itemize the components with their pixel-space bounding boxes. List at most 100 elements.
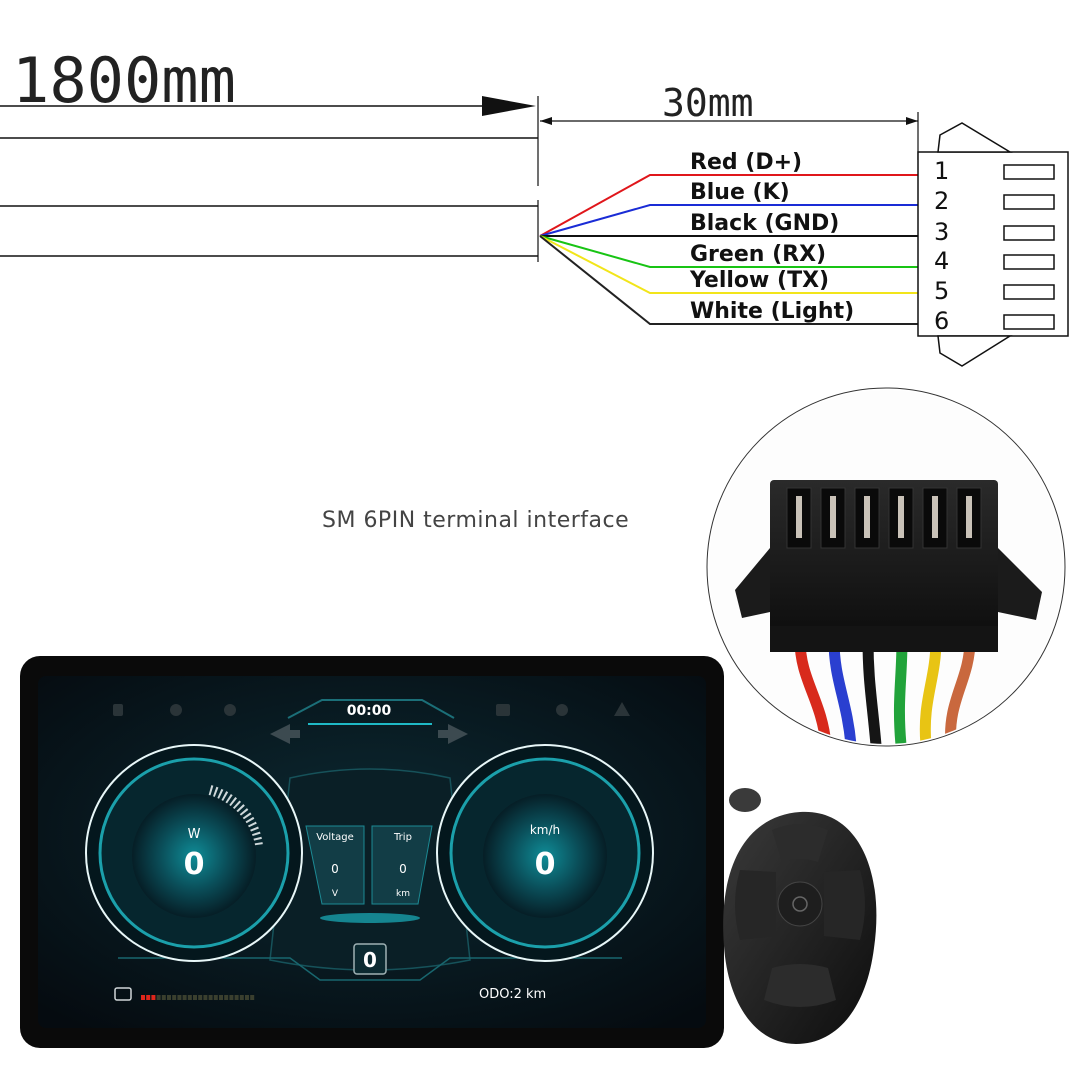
connector-housing bbox=[917, 151, 1069, 337]
trip-panel: Trip 0 km bbox=[371, 825, 433, 905]
battery-segment bbox=[213, 995, 218, 1000]
status-icons-left bbox=[113, 704, 236, 716]
remote-minus-button bbox=[764, 964, 836, 1007]
wire-group: Red (D+)Blue (K)Black (GND)Green (RX)Yel… bbox=[539, 150, 918, 325]
remote-plus-button bbox=[772, 824, 828, 862]
photo-wire-1 bbox=[794, 634, 832, 744]
remote-cable-stub bbox=[729, 788, 761, 812]
connector-photo bbox=[709, 390, 1063, 744]
photo-wire-3 bbox=[862, 634, 882, 744]
pin-slot-2 bbox=[1003, 194, 1055, 210]
battery-segment bbox=[219, 995, 223, 1000]
battery-segment bbox=[167, 995, 171, 1000]
photo-wire-6 bbox=[945, 634, 976, 744]
battery-segment bbox=[198, 995, 203, 1000]
turn-right-icon-tail bbox=[438, 730, 450, 738]
photo-slot-group bbox=[786, 487, 982, 549]
voltage-panel-bg bbox=[305, 825, 365, 905]
remote-body bbox=[723, 811, 877, 1044]
voltage-panel: Voltage 0 V bbox=[305, 825, 365, 905]
power-gauge: W 0 bbox=[85, 744, 303, 962]
battery-segment bbox=[141, 995, 145, 1000]
wire-2 bbox=[539, 204, 918, 237]
wire-label-5: Yellow (TX) bbox=[689, 268, 829, 293]
battery-segment bbox=[156, 995, 161, 1000]
cable-length-label: 1800mm bbox=[12, 44, 236, 117]
wire-label-3: Black (GND) bbox=[690, 211, 839, 236]
speed-gauge: km/h 0 bbox=[436, 744, 654, 962]
lead-arrow-right bbox=[906, 117, 918, 125]
pin-number-3: 3 bbox=[934, 218, 949, 246]
speed-gauge-face bbox=[483, 794, 607, 918]
pin-slot-4 bbox=[1003, 254, 1055, 270]
wire-5 bbox=[539, 235, 918, 294]
battery-segment bbox=[229, 995, 234, 1000]
turn-left-icon bbox=[270, 724, 290, 744]
wire-1 bbox=[539, 174, 918, 237]
warning-icon bbox=[614, 702, 630, 716]
status-icons-right bbox=[496, 702, 630, 716]
clock-text: 00:00 bbox=[347, 703, 392, 719]
battery-segment bbox=[172, 995, 177, 1000]
pin-slot-5 bbox=[1003, 284, 1055, 300]
remote-right-button bbox=[824, 870, 865, 940]
photo-wire-group bbox=[794, 634, 976, 744]
photo-connector-base bbox=[770, 626, 998, 652]
battery-segment bbox=[177, 995, 182, 1000]
link-icon bbox=[224, 704, 236, 716]
photo-pin-4 bbox=[898, 496, 904, 538]
turn-right-icon bbox=[448, 724, 468, 744]
battery-segment bbox=[239, 995, 244, 1000]
wire-label-1: Red (D+) bbox=[690, 150, 802, 175]
photo-latch-right bbox=[998, 548, 1042, 620]
wire-6 bbox=[539, 235, 918, 325]
pin-number-4: 4 bbox=[934, 247, 949, 275]
photo-pin-3 bbox=[864, 496, 870, 538]
connector-latch-bottom bbox=[937, 335, 1013, 367]
photo-pin-2 bbox=[830, 496, 836, 538]
pin-number-2: 2 bbox=[934, 187, 949, 215]
power-status-icon bbox=[556, 704, 568, 716]
wire-4 bbox=[539, 235, 918, 268]
battery-segment bbox=[224, 995, 229, 1000]
voltage-label: Voltage bbox=[316, 832, 354, 843]
photo-wire-2 bbox=[828, 634, 857, 744]
pin-slot-1 bbox=[1003, 164, 1055, 180]
parking-icon bbox=[113, 704, 123, 716]
battery-segment bbox=[193, 995, 197, 1000]
length-arrowhead bbox=[482, 96, 536, 116]
lead-length-label: 30mm bbox=[662, 81, 754, 125]
photo-pin-1 bbox=[796, 496, 802, 538]
voltage-value: 0 bbox=[331, 862, 339, 876]
photo-pin-5 bbox=[932, 496, 938, 538]
bottom-frame-line bbox=[118, 957, 622, 981]
pin-number-6: 6 bbox=[934, 307, 949, 335]
pin-number-5: 5 bbox=[934, 277, 949, 305]
battery-segment bbox=[146, 995, 151, 1000]
center-panel bbox=[269, 768, 471, 971]
connector-latch-top bbox=[937, 122, 1013, 153]
battery-icon bbox=[114, 987, 132, 1001]
pin-slot-6 bbox=[1003, 314, 1055, 330]
power-value: 0 bbox=[184, 847, 205, 882]
power-unit: W bbox=[188, 827, 201, 842]
speed-value: 0 bbox=[535, 847, 556, 882]
battery-segment bbox=[182, 995, 187, 1000]
power-gauge-face bbox=[132, 794, 256, 918]
photo-pin-6 bbox=[966, 496, 972, 538]
battery-segment bbox=[203, 995, 208, 1000]
battery-segment bbox=[151, 995, 156, 1000]
battery-segment bbox=[245, 995, 249, 1000]
display-device: 00:00 W 0 km/h 0 Voltage bbox=[20, 656, 724, 1048]
battery-segment bbox=[250, 995, 255, 1000]
headlight-icon bbox=[496, 704, 510, 716]
pin-slot-3 bbox=[1003, 225, 1055, 241]
trip-label: Trip bbox=[393, 832, 412, 843]
trip-value: 0 bbox=[399, 862, 407, 876]
voltage-unit: V bbox=[332, 889, 339, 899]
power-icon bbox=[792, 896, 808, 912]
battery-segment bbox=[208, 995, 213, 1000]
